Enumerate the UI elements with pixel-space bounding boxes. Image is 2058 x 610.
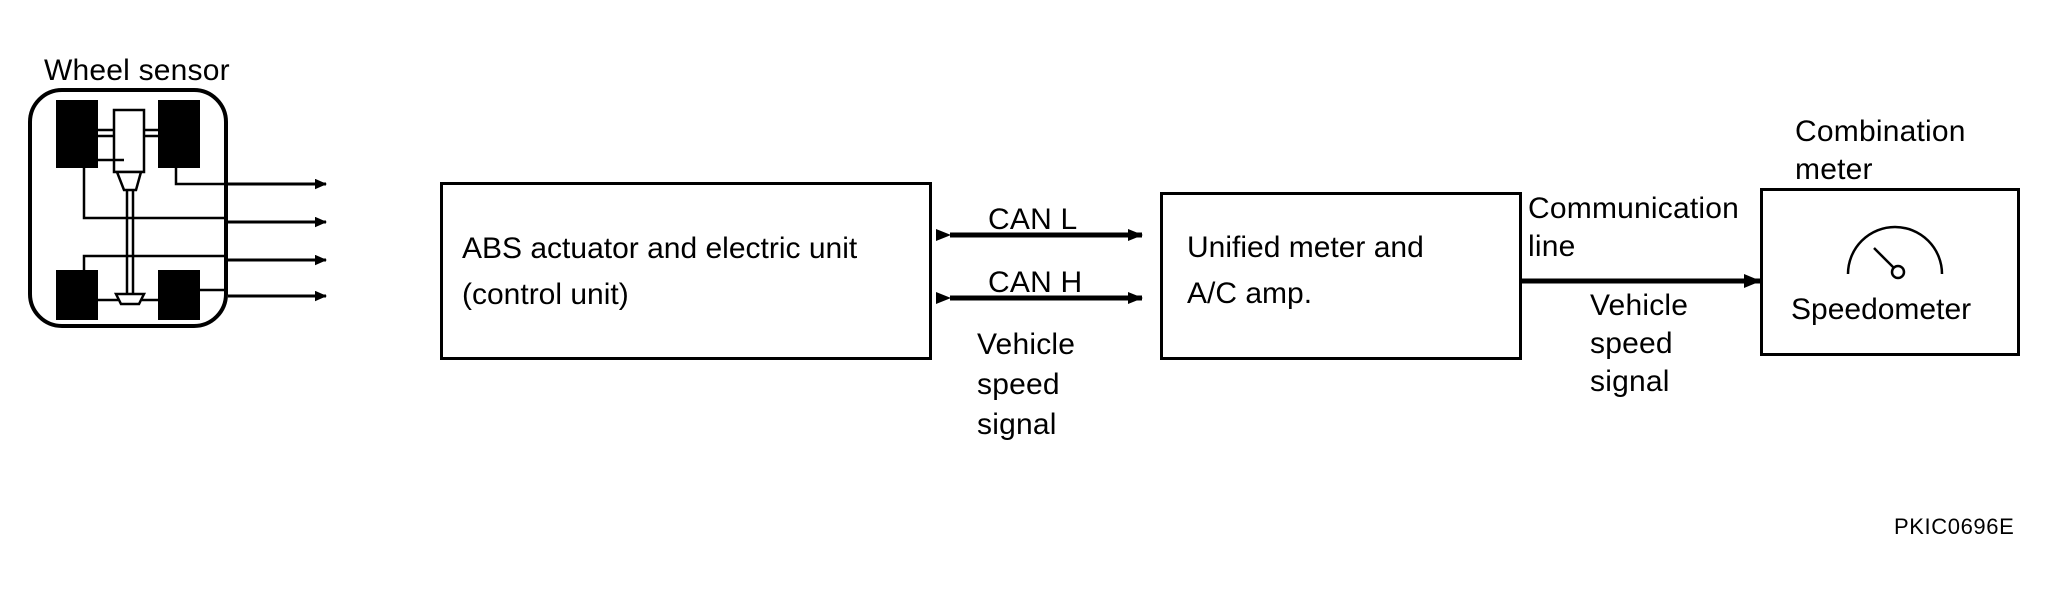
vehicle-speed-signal-mid-line2: speed bbox=[977, 368, 1060, 401]
communication-line-label-line1: Communication bbox=[1528, 192, 1740, 225]
combination-meter-label-line1: Combination bbox=[1795, 115, 1966, 148]
wheel-sensor-drawing bbox=[56, 100, 228, 320]
vehicle-speed-signal-mid-line3: signal bbox=[977, 408, 1057, 441]
speedometer-gauge-icon bbox=[1846, 225, 1944, 280]
transmission-taper bbox=[115, 170, 143, 192]
combination-meter-box bbox=[1760, 188, 2020, 356]
vehicle-speed-signal-right-line2: speed bbox=[1590, 327, 1673, 360]
harness-front-left-out bbox=[82, 160, 228, 220]
abs-actuator-box bbox=[440, 182, 932, 360]
communication-arrow bbox=[1522, 274, 1761, 288]
harness-rear-right-out bbox=[174, 278, 228, 292]
vehicle-speed-signal-right-line1: Vehicle bbox=[1590, 289, 1689, 322]
tire-rear-left bbox=[56, 270, 98, 320]
harness-rear-left-out bbox=[82, 254, 228, 278]
harness-front-right bbox=[174, 166, 228, 186]
wheel-sensor-arrows bbox=[228, 178, 327, 302]
vehicle-speed-signal-mid-line1: Vehicle bbox=[977, 328, 1076, 361]
unified-meter-line2: A/C amp. bbox=[1187, 277, 1313, 310]
can-h-arrow bbox=[936, 292, 1143, 304]
engine-block bbox=[112, 108, 146, 174]
rear-differential bbox=[113, 292, 147, 306]
abs-actuator-line1: ABS actuator and electric unit bbox=[462, 232, 858, 265]
tire-rear-right bbox=[158, 270, 200, 320]
unified-meter-line1: Unified meter and bbox=[1187, 231, 1424, 264]
tire-front-right bbox=[158, 100, 200, 168]
unified-meter-box bbox=[1160, 192, 1522, 360]
can-l-arrow bbox=[936, 229, 1143, 241]
tire-front-left bbox=[56, 100, 98, 168]
figure-reference-code: PKIC0696E bbox=[1894, 514, 2015, 539]
vehicle-speed-signal-right-line3: signal bbox=[1590, 365, 1670, 398]
abs-actuator-line2: (control unit) bbox=[462, 278, 629, 311]
wheel-sensor-label: Wheel sensor bbox=[44, 54, 230, 87]
speedometer-label: Speedometer bbox=[1791, 293, 1972, 326]
communication-line-label-line2: line bbox=[1528, 230, 1576, 263]
combination-meter-label-line2: meter bbox=[1795, 153, 1873, 186]
